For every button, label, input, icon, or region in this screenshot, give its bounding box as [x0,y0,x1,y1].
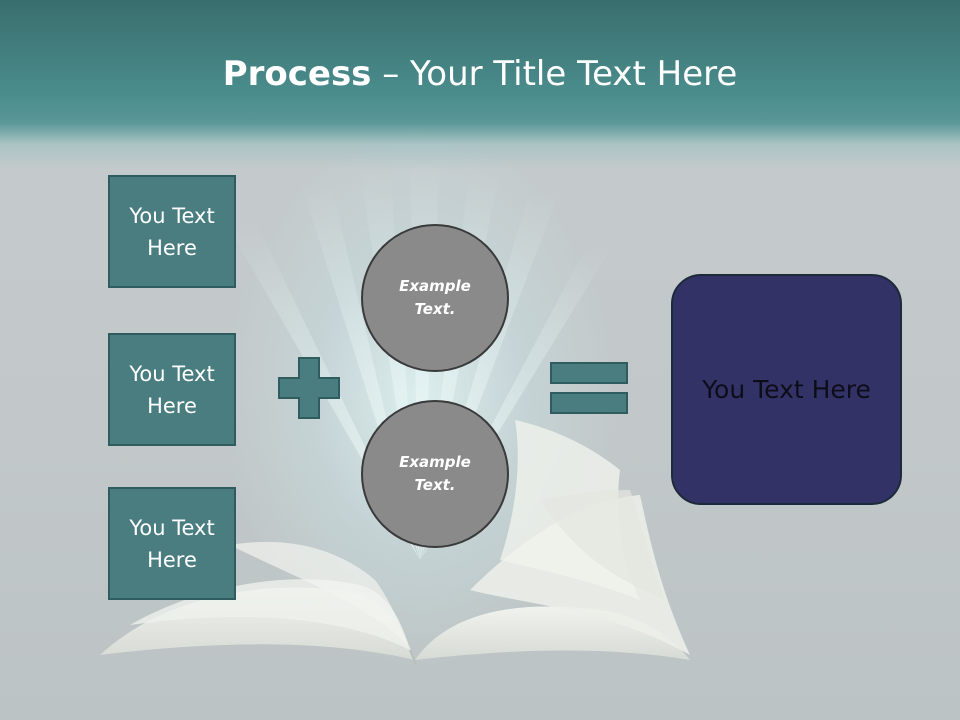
example-circle-2: Example Text. [361,400,509,548]
text-box-1: You Text Here [108,175,236,288]
text-box-3: You Text Here [108,487,236,600]
circle-label: Example Text. [399,277,471,318]
page-title: Process – Your Title Text Here [0,52,960,96]
text-box-label: You Text Here [129,515,215,572]
equals-icon [550,362,628,414]
header-band [0,0,960,170]
circle-label: Example Text. [399,453,471,494]
result-label: You Text Here [702,374,871,404]
text-box-label: You Text Here [129,203,215,260]
example-circle-1: Example Text. [361,224,509,372]
text-box-2: You Text Here [108,333,236,446]
text-box-label: You Text Here [129,361,215,418]
plus-icon [278,357,340,419]
result-box: You Text Here [671,274,902,505]
title-rest: – Your Title Text Here [371,54,738,94]
title-bold: Process [222,54,372,94]
